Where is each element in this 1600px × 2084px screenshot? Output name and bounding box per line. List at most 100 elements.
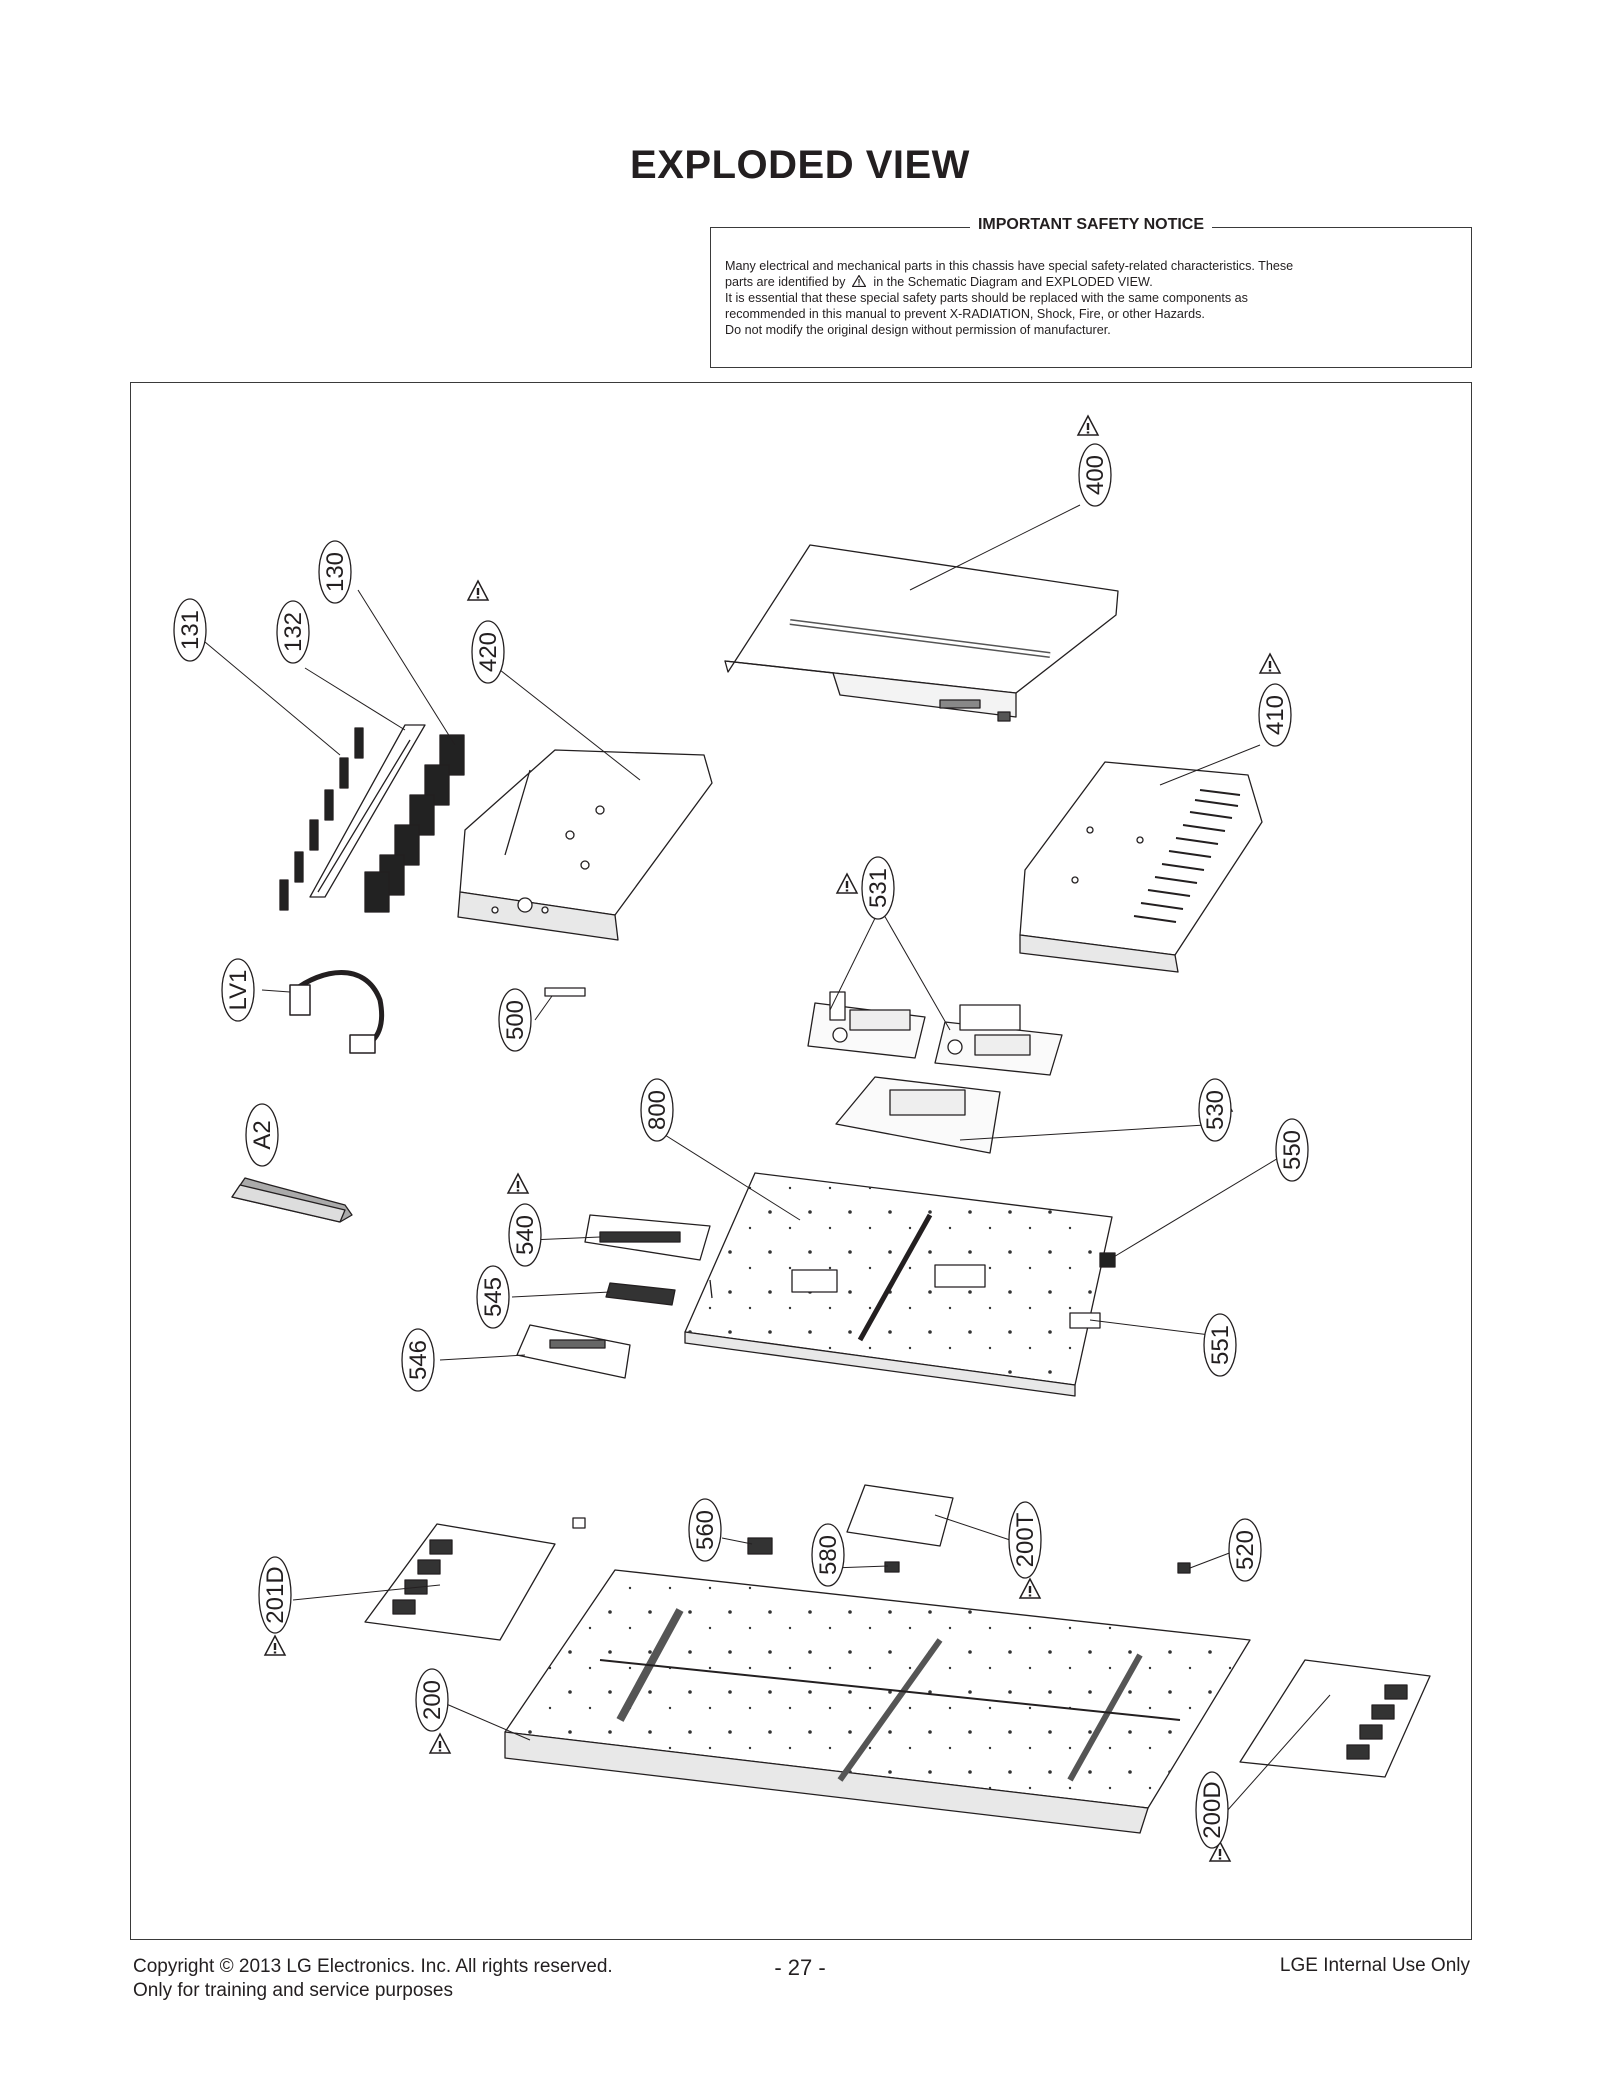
part-small-clip (572, 1517, 586, 1529)
notice-line: Many electrical and mechanical parts in … (725, 259, 1294, 273)
part-420-shield (457, 749, 713, 941)
callout-551: 551 (1203, 1313, 1237, 1377)
part-530-board (835, 1076, 1001, 1154)
warning-triangle-icon (467, 580, 489, 601)
callout-580: 580 (811, 1523, 845, 1587)
warning-triangle-icon (1019, 1578, 1041, 1599)
callout-800: 800 (640, 1078, 674, 1142)
svg-text:540: 540 (512, 1215, 539, 1255)
part-200-panel (504, 1569, 1251, 1834)
callout-a2: A2 (245, 1103, 279, 1167)
warning-triangle-icon (1259, 653, 1281, 674)
footer-internal: LGE Internal Use Only (1279, 1955, 1470, 1976)
svg-text:201D: 201D (262, 1566, 289, 1623)
part-200d-board (1239, 1659, 1431, 1778)
svg-text:520: 520 (1232, 1530, 1259, 1570)
svg-text:130: 130 (322, 552, 349, 592)
warning-triangle-icon (507, 1173, 529, 1194)
part-550 (1099, 1252, 1116, 1268)
callout-200t: 200T (1008, 1501, 1042, 1579)
part-540-board (584, 1214, 711, 1261)
safety-notice-text: Many electrical and mechanical parts in … (725, 258, 1457, 338)
part-520 (1177, 1562, 1191, 1574)
callout-410: 410 (1258, 683, 1292, 747)
svg-text:546: 546 (405, 1340, 432, 1380)
page-title: EXPLODED VIEW (630, 143, 970, 187)
callout-546: 546 (401, 1328, 435, 1392)
part-201d-board (364, 1523, 556, 1641)
svg-text:420: 420 (475, 632, 502, 672)
page-number: - 27 - (774, 1955, 826, 1980)
svg-text:200D: 200D (1199, 1781, 1226, 1838)
callout-lv1: LV1 (221, 958, 255, 1022)
notice-line: parts are identified by in the Schematic… (725, 275, 1153, 289)
callout-531: 531 (861, 856, 895, 920)
callout-560: 560 (688, 1498, 722, 1562)
callout-200d: 200D (1195, 1771, 1229, 1849)
callout-540: 540 (508, 1203, 542, 1267)
svg-text:500: 500 (502, 1000, 529, 1040)
safety-notice-box: IMPORTANT SAFETY NOTICE Many electrical … (710, 216, 1472, 368)
part-131-clips (279, 727, 364, 911)
part-130-modules (364, 734, 465, 913)
part-lv1-cable (289, 970, 385, 1054)
exploded-view-frame (130, 382, 1472, 1940)
svg-text:410: 410 (1262, 695, 1289, 735)
part-800-plate (684, 1172, 1113, 1397)
footer-copyright: Copyright © 2013 LG Electronics. Inc. Al… (133, 1956, 613, 1977)
part-560 (747, 1537, 773, 1555)
notice-line: It is essential that these special safet… (725, 291, 1248, 305)
part-551 (1069, 1312, 1101, 1329)
safety-notice-heading: IMPORTANT SAFETY NOTICE (969, 216, 1213, 233)
notice-line: recommended in this manual to prevent X-… (725, 307, 1205, 321)
part-580 (884, 1561, 900, 1573)
part-546-bracket (516, 1324, 631, 1379)
callouts: 400 410 420 130 131 132 531 LV1 500 800 … (173, 443, 1309, 1849)
callout-530: 530 (1198, 1078, 1232, 1142)
part-545-board (605, 1282, 676, 1306)
svg-text:530: 530 (1202, 1090, 1229, 1130)
svg-text:400: 400 (1082, 455, 1109, 495)
svg-text:551: 551 (1207, 1325, 1234, 1365)
callout-200: 200 (415, 1668, 449, 1732)
svg-text:550: 550 (1279, 1130, 1306, 1170)
footer-purpose: Only for training and service purposes (133, 1980, 453, 2001)
warning-triangle-icon (836, 873, 858, 894)
callout-545: 545 (476, 1265, 510, 1329)
callout-130: 130 (318, 540, 352, 604)
callout-550: 550 (1275, 1118, 1309, 1182)
svg-text:132: 132 (280, 612, 307, 652)
svg-text:531: 531 (865, 868, 892, 908)
warning-triangle-icon (429, 1733, 451, 1754)
svg-text:800: 800 (644, 1090, 671, 1130)
callout-201d: 201D (258, 1556, 292, 1634)
svg-text:580: 580 (815, 1535, 842, 1575)
part-132-bracket (309, 724, 426, 898)
callout-132: 132 (276, 600, 310, 664)
notice-line: Do not modify the original design withou… (725, 323, 1111, 337)
footer-copyright-block: Copyright © 2013 LG Electronics. Inc. Al… (133, 1955, 613, 2003)
part-a2-stand (231, 1177, 353, 1223)
callout-520: 520 (1228, 1518, 1262, 1582)
callout-400: 400 (1078, 443, 1112, 507)
svg-text:200: 200 (419, 1680, 446, 1720)
part-500 (544, 987, 586, 997)
part-410-psu-cover (1019, 761, 1263, 973)
warning-triangle-icon (264, 1635, 286, 1656)
part-531-boards (807, 991, 1063, 1076)
svg-text:LV1: LV1 (225, 970, 252, 1011)
svg-text:131: 131 (177, 610, 204, 650)
warning-triangle-icon (852, 275, 867, 287)
callout-500: 500 (498, 988, 532, 1052)
callout-131: 131 (173, 598, 207, 662)
svg-text:560: 560 (692, 1510, 719, 1550)
leader-lines (204, 504, 1331, 1831)
svg-text:200T: 200T (1012, 1512, 1039, 1567)
warning-triangle-icon (1077, 415, 1099, 436)
part-200t-board (846, 1484, 954, 1547)
part-400-back-cover (724, 544, 1119, 722)
svg-text:A2: A2 (249, 1120, 276, 1149)
svg-text:545: 545 (480, 1277, 507, 1317)
callout-420: 420 (471, 620, 505, 684)
